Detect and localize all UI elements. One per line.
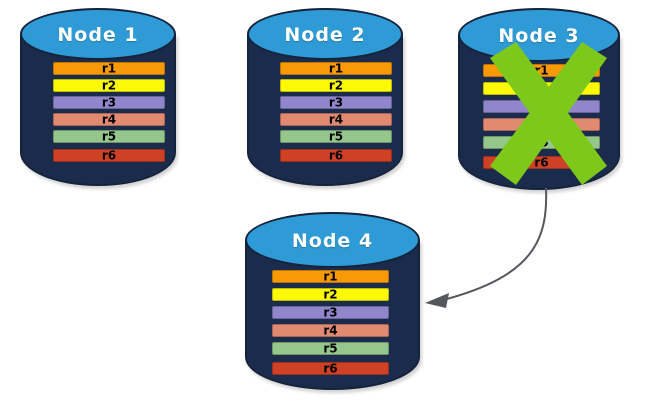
node-3-title: Node 3 (498, 25, 580, 47)
node-1-title: Node 1 (57, 24, 139, 46)
record-label: r4 (534, 117, 549, 131)
record-label: r5 (101, 129, 117, 143)
record-label: r1 (323, 269, 338, 283)
record-row[interactable]: r4 (483, 118, 600, 131)
record-row[interactable]: r3 (272, 306, 389, 319)
record-label: r1 (328, 61, 344, 75)
record-row[interactable]: r5 (483, 136, 600, 149)
record-label: r3 (534, 99, 549, 113)
record-row[interactable]: r6 (483, 156, 600, 169)
node-4-cylinder-top: Node 4 (245, 212, 420, 268)
record-label: r1 (101, 61, 117, 75)
record-label: r3 (101, 95, 117, 109)
record-row[interactable]: r3 (53, 96, 165, 109)
record-label: r2 (328, 78, 344, 92)
record-row[interactable]: r5 (53, 130, 165, 143)
record-row[interactable]: r3 (280, 96, 392, 109)
record-label: r6 (101, 148, 117, 162)
node-2[interactable]: Node 2 r1 r2 r3 r4 r5 r6 (247, 8, 403, 186)
record-label: r2 (534, 81, 549, 95)
record-label: r5 (323, 341, 338, 355)
record-row[interactable]: r3 (483, 100, 600, 113)
record-label: r6 (534, 155, 549, 169)
record-label: r4 (101, 112, 117, 126)
record-label: r5 (328, 129, 344, 143)
record-row[interactable]: r1 (272, 270, 389, 283)
record-row[interactable]: r5 (280, 130, 392, 143)
record-label: r2 (101, 78, 117, 92)
node-1[interactable]: Node 1 r1 r2 r3 r4 r5 r6 (20, 8, 176, 186)
replication-arrow (425, 187, 548, 308)
record-row[interactable]: r6 (272, 362, 389, 375)
record-label: r3 (323, 305, 338, 319)
record-row[interactable]: r2 (280, 79, 392, 92)
record-row[interactable]: r1 (483, 64, 600, 77)
node-1-cylinder-top: Node 1 (20, 8, 176, 60)
record-label: r5 (534, 135, 549, 149)
node-3[interactable]: Node 3 r1 r2 r3 r4 r5 r6 (458, 8, 620, 190)
record-label: r6 (323, 361, 338, 375)
record-row[interactable]: r2 (272, 288, 389, 301)
record-row[interactable]: r2 (53, 79, 165, 92)
node-3-cylinder-top: Node 3 (458, 8, 620, 62)
record-row[interactable]: r4 (53, 113, 165, 126)
record-row[interactable]: r2 (483, 82, 600, 95)
record-label: r4 (328, 112, 344, 126)
record-row[interactable]: r5 (272, 342, 389, 355)
node-2-cylinder-top: Node 2 (247, 8, 403, 60)
record-label: r3 (328, 95, 344, 109)
record-row[interactable]: r6 (53, 149, 165, 162)
node-2-title: Node 2 (284, 24, 366, 46)
node-4-title: Node 4 (291, 230, 374, 252)
record-row[interactable]: r1 (280, 62, 392, 75)
record-label: r2 (323, 287, 338, 301)
record-label: r4 (323, 323, 338, 337)
record-row[interactable]: r4 (272, 324, 389, 337)
record-label: r1 (534, 63, 549, 77)
record-row[interactable]: r6 (280, 149, 392, 162)
node-4[interactable]: Node 4 r1 r2 r3 r4 r5 r6 (245, 212, 420, 390)
record-row[interactable]: r4 (280, 113, 392, 126)
record-row[interactable]: r1 (53, 62, 165, 75)
record-label: r6 (328, 148, 344, 162)
